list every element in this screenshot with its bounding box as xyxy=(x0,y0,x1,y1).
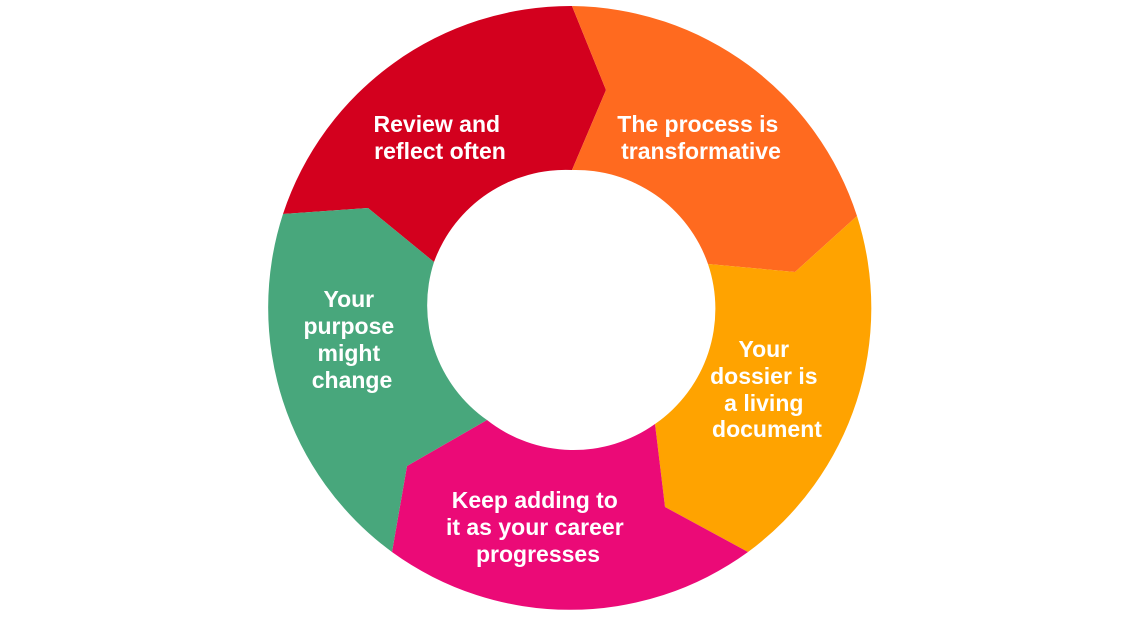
segment-purpose-line-1: Your xyxy=(323,286,374,312)
segment-purpose-label: Your purpose might change xyxy=(303,286,400,393)
segment-transformative-label: The process is transformative xyxy=(617,111,784,164)
segment-career-line-2: it as your career xyxy=(446,514,624,540)
segment-purpose xyxy=(268,208,487,552)
segment-career-line-3: progresses xyxy=(476,541,600,567)
segment-career xyxy=(392,420,748,610)
segment-review-line-2: reflect often xyxy=(374,138,506,164)
segment-dossier-line-2: dossier is xyxy=(710,363,817,389)
segment-career-line-1: Keep adding to xyxy=(452,487,618,513)
segment-career-label: Keep adding to it as your career progres… xyxy=(446,487,630,567)
segment-transformative-line-2: transformative xyxy=(621,138,781,164)
segment-transformative xyxy=(572,6,857,272)
segment-review-line-1: Review and xyxy=(374,111,501,137)
segment-purpose-line-4: change xyxy=(312,367,393,393)
segment-dossier xyxy=(655,216,872,552)
segment-purpose-line-3: might xyxy=(318,340,381,366)
segment-purpose-line-2: purpose xyxy=(303,313,394,339)
segment-dossier-line-4: document xyxy=(712,416,822,442)
segment-transformative-line-1: The process is xyxy=(617,111,778,137)
segment-dossier-line-3: a living xyxy=(724,390,803,416)
segment-dossier-label: Your dossier is a living document xyxy=(710,336,824,442)
segment-review xyxy=(283,5,606,262)
segment-review-label: Review and reflect often xyxy=(374,111,507,164)
segment-dossier-line-1: Your xyxy=(738,336,789,362)
